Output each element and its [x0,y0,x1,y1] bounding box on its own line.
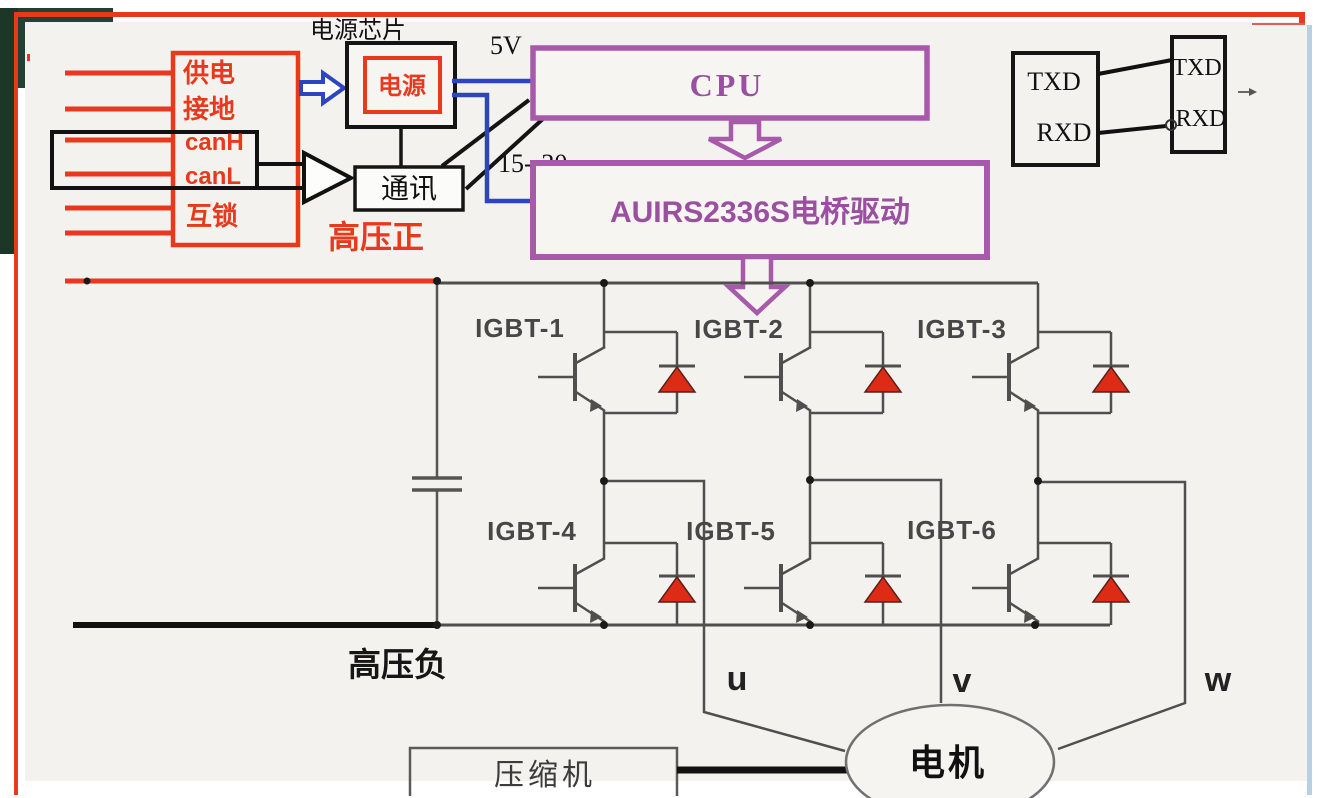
pin-label-interlock: 互锁 [186,201,238,231]
driver-block: AUIRS2336S电桥驱动 [530,160,990,260]
uart-left-txd: TXD [1027,67,1080,96]
uart-left-box [1011,51,1100,167]
pin-label-supply: 供电 [182,58,235,88]
cpu-driver-arrow [707,119,783,161]
phase-labels: u v w [727,660,1232,700]
power-source-box [363,56,442,114]
power-input-arrow [299,69,348,107]
can-arrow [257,149,356,206]
dc-link-capacitor [412,283,462,625]
motor-block: 电机 [844,703,1056,798]
uart-rxd-wire [1097,124,1167,135]
driver-label: AUIRS2336S电桥驱动 [610,196,910,229]
cpu-block: CPU [530,45,930,121]
junction-dots [83,277,1042,629]
red-border-left [14,12,18,795]
driver-bridge-arrow [723,254,791,317]
pin-label-canl: canL [185,163,241,190]
right-edge-line [1307,25,1312,795]
voltage-5v-label: 5V [490,31,522,60]
igbt-5-label: IGBT-5 [686,516,776,546]
can-highlight-box [50,130,259,190]
uart-rxd-node [1165,119,1177,131]
phase-v-label: v [953,662,972,700]
phase-u-label: u [727,660,748,698]
cursor-mark-head [1249,88,1257,96]
igbt-2-label: IGBT-2 [694,314,784,344]
red-border-top-hook [1299,12,1305,25]
igbt-3-label: IGBT-3 [917,314,1007,344]
harness-connector: 供电 接地 canH canL 互锁 [50,50,301,248]
uart-txd-wire [1097,58,1173,76]
power-source-label: 电源 [378,73,426,100]
motor-label: 电机 [909,742,987,783]
red-border-top-thin [1252,23,1305,25]
uart-right-txd: TXD [1172,55,1221,81]
supply-wires [452,78,533,204]
slide-content-area [25,22,1307,781]
hv-positive-label: 高压正 [328,219,424,255]
phase-wires [604,478,1187,753]
igbt-1-label: IGBT-1 [475,313,565,343]
connector-box [170,50,301,248]
compressor-label: 压缩机 [494,759,596,792]
cpu-box [530,45,930,121]
wire-15-20v [452,92,533,204]
phase-w-label: w [1204,661,1232,699]
uart-left-rxd: RXD [1037,118,1092,147]
dc-bus [65,278,1110,628]
red-speck [27,54,30,61]
motor-ellipse [844,703,1056,798]
power-chip-block: 电源芯片 电源 [310,17,457,167]
igbt-labels: IGBT-1 IGBT-2 IGBT-3 IGBT-4 IGBT-5 IGBT-… [475,313,1007,546]
phase-w-wire [1038,480,1187,751]
uart-right-box [1170,35,1227,154]
can-arrow-head [302,149,356,206]
igbt-4-label: IGBT-4 [487,516,577,546]
red-border-top [15,12,1305,17]
comm-cpu-link-2 [464,115,547,191]
harness-wires [65,70,175,236]
green-edge-strip [0,8,18,254]
cpu-label: CPU [690,67,765,103]
phase-v-wire [810,478,943,703]
comm-label: 通讯 [381,174,437,205]
phase-u-wire [604,479,846,753]
comm-block: 通讯 [353,98,547,212]
pin-label-canh: canH [185,129,244,156]
igbt-6-label: IGBT-6 [907,515,997,545]
power-chip-title: 电源芯片 [310,17,406,44]
comm-box [353,165,465,212]
uart-link: TXD RXD TXD RXD [1011,35,1257,167]
hv-negative-label: 高压负 [348,646,447,683]
pin-label-ground: 接地 [183,94,235,124]
uart-right-rxd: RXD [1176,106,1227,132]
